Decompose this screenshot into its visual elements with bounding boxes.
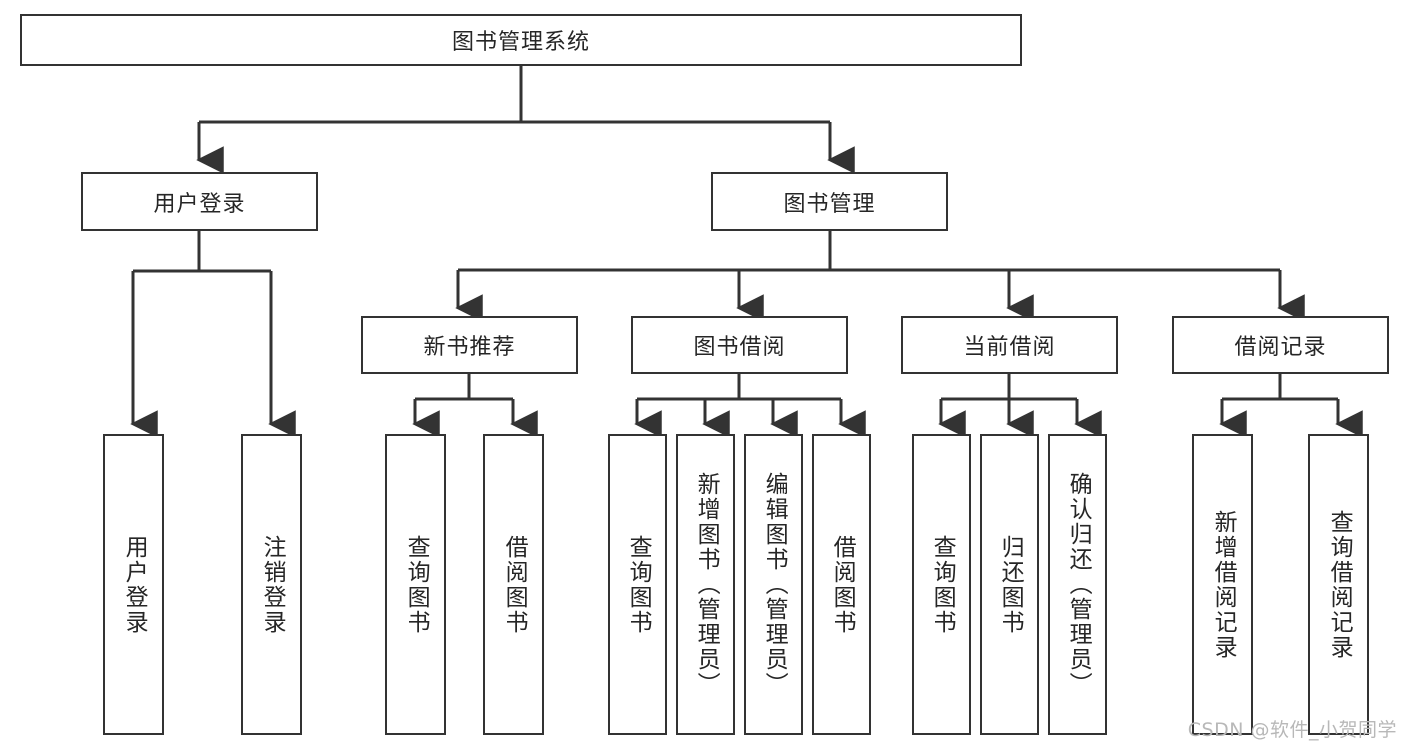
- node-label: 确认归还（管理员）: [1065, 472, 1092, 697]
- node-label: 新书推荐: [423, 335, 516, 360]
- leaf-borrow-book-2[interactable]: 借阅图书: [812, 434, 871, 735]
- leaf-edit-book[interactable]: 编辑图书（管理员）: [744, 434, 803, 735]
- node-label: 图书管理: [783, 191, 876, 217]
- node-book-management[interactable]: 图书管理: [711, 172, 948, 231]
- node-label: 新增图书（管理员）: [693, 472, 720, 697]
- node-label: 归还图书: [997, 534, 1024, 635]
- node-borrow-record[interactable]: 借阅记录: [1172, 316, 1389, 374]
- node-label: 注销登录: [259, 534, 286, 635]
- leaf-add-book[interactable]: 新增图书（管理员）: [676, 434, 735, 735]
- leaf-query-book-2[interactable]: 查询图书: [608, 434, 667, 735]
- leaf-query-book-1[interactable]: 查询图书: [385, 434, 446, 735]
- node-user-login[interactable]: 用户登录: [81, 172, 318, 231]
- leaf-user-login[interactable]: 用户登录: [103, 434, 164, 735]
- node-label: 用户登录: [153, 191, 246, 217]
- node-label: 查询图书: [929, 534, 956, 635]
- node-label: 图书管理系统: [451, 30, 590, 55]
- node-label: 借阅记录: [1234, 335, 1327, 360]
- node-book-management-system[interactable]: 图书管理系统: [20, 14, 1022, 66]
- node-label: 查询图书: [403, 534, 430, 635]
- leaf-confirm-return[interactable]: 确认归还（管理员）: [1048, 434, 1107, 735]
- node-label: 用户登录: [121, 534, 148, 635]
- leaf-query-book-3[interactable]: 查询图书: [912, 434, 971, 735]
- node-label: 编辑图书（管理员）: [761, 472, 788, 697]
- node-label: 借阅图书: [829, 534, 856, 635]
- leaf-borrow-book-1[interactable]: 借阅图书: [483, 434, 544, 735]
- node-label: 图书借阅: [693, 335, 786, 360]
- node-label: 新增借阅记录: [1210, 509, 1237, 660]
- leaf-logout-login[interactable]: 注销登录: [241, 434, 302, 735]
- node-current-borrow[interactable]: 当前借阅: [901, 316, 1118, 374]
- node-new-book-recommend[interactable]: 新书推荐: [361, 316, 578, 374]
- csdn-watermark: CSDN @软件_小贺同学: [1187, 719, 1397, 741]
- node-label: 当前借阅: [963, 335, 1056, 360]
- node-book-borrow[interactable]: 图书借阅: [631, 316, 848, 374]
- node-label: 借阅图书: [501, 534, 528, 635]
- leaf-add-record[interactable]: 新增借阅记录: [1192, 434, 1253, 735]
- node-label: 查询借阅记录: [1326, 509, 1353, 660]
- leaf-query-record[interactable]: 查询借阅记录: [1308, 434, 1369, 735]
- leaf-return-book[interactable]: 归还图书: [980, 434, 1039, 735]
- node-label: 查询图书: [625, 534, 652, 635]
